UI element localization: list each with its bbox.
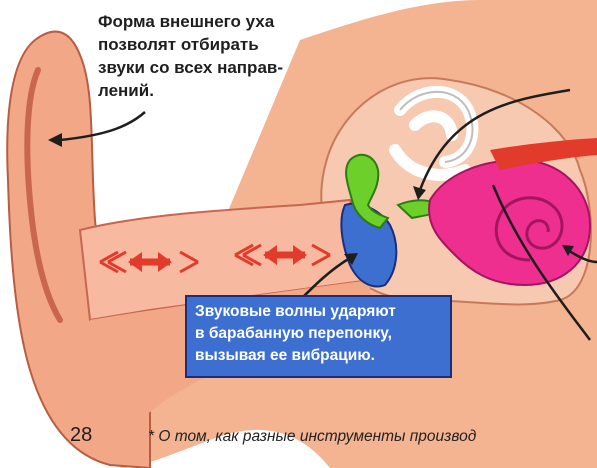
eardrum-caption-line: вызывая ее вибрацию.: [195, 345, 442, 367]
outer-ear-caption-line: позволят отбирать: [98, 33, 378, 56]
outer-ear-caption-line: лений.: [98, 79, 378, 102]
outer-ear-caption: Форма внешнего уха позволят отбирать зву…: [98, 10, 378, 102]
page-number: 28: [70, 424, 92, 447]
outer-ear-caption-line: Форма внешнего уха: [98, 10, 378, 33]
eardrum-caption-box: Звуковые волны ударяют в барабанную пере…: [185, 295, 452, 378]
eardrum-caption-line: Звуковые волны ударяют: [195, 301, 442, 323]
outer-ear-caption-line: звуки со всех направ-: [98, 56, 378, 79]
eardrum-caption-line: в барабанную перепонку,: [195, 323, 442, 345]
footnote: * О том, как разные инструменты производ: [148, 428, 476, 446]
